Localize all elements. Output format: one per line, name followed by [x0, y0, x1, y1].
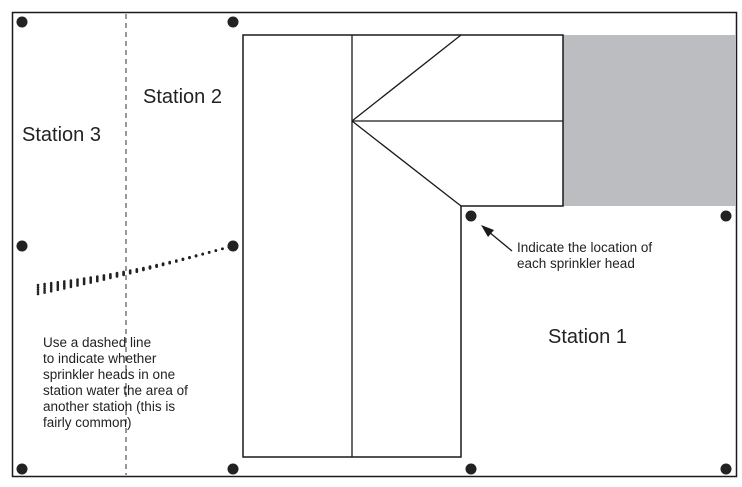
roof-hip-lower	[351, 120, 462, 207]
station-2-label: Station 2	[143, 86, 222, 108]
sprinkler-icon	[720, 463, 732, 475]
arrowhead-icon	[481, 225, 494, 237]
sprinkler-icon	[227, 463, 239, 475]
sprinkler-icon	[720, 210, 732, 222]
station-3-label: Station 3	[22, 124, 101, 146]
roof-hip-upper	[351, 34, 462, 122]
spray-pattern-icon	[36, 245, 231, 296]
note-line: Indicate the location of	[517, 240, 653, 255]
sprinkler-icon	[16, 240, 28, 252]
note-line: another station (this is	[43, 399, 176, 414]
sprinkler-icon	[465, 210, 477, 222]
sprinkler-icon	[16, 16, 28, 28]
shaded-area	[563, 35, 736, 206]
note-line: each sprinkler head	[517, 256, 635, 271]
station-1-label: Station 1	[548, 326, 627, 348]
dashed-line-note: Use a dashed line to indicate whether sp…	[43, 335, 188, 431]
sprinkler-location-note: Indicate the location of each sprinkler …	[517, 240, 652, 272]
note-line: fairly common)	[43, 415, 132, 430]
sprinkler-icon	[227, 16, 239, 28]
note-line: station water the area of	[43, 383, 188, 398]
arrow-shaft	[488, 231, 513, 252]
sprinkler-icon	[465, 463, 477, 475]
note-line: Use a dashed line	[43, 335, 152, 350]
note-line: sprinkler heads in one	[43, 367, 176, 382]
house-outline	[242, 34, 564, 458]
sprinkler-icon	[16, 463, 28, 475]
sprinkler-heads	[16, 16, 732, 475]
property-border	[11, 11, 738, 478]
note-line: to indicate whether	[43, 351, 157, 366]
sprinkler-icon	[227, 240, 239, 252]
